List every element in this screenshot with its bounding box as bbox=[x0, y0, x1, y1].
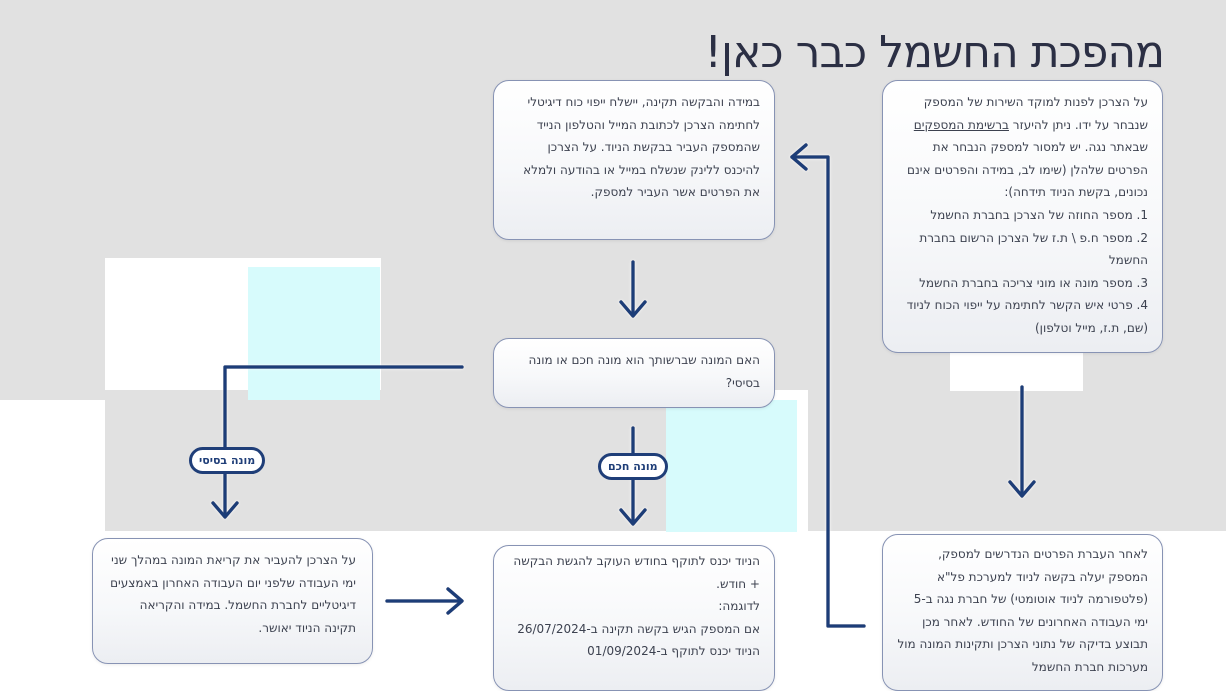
step-meter-question-card: האם המונה שברשותך הוא מונה חכם או מונה ב… bbox=[493, 338, 775, 408]
arrow-box2-to-box3 bbox=[619, 260, 647, 318]
arrow-box3-to-box6 bbox=[211, 365, 464, 519]
box2-text: במידה והבקשה תקינה, יישלח ייפוי כוח דיגי… bbox=[523, 95, 760, 200]
box4-text: לאחר העברת הפרטים הנדרשים למספק, המספק י… bbox=[897, 547, 1148, 674]
smart-meter-label: מונה חכם bbox=[598, 453, 668, 480]
arrow-box1-to-box4 bbox=[1008, 385, 1036, 498]
list-item: 1. מספר החוזה של הצרכן בחברת החשמל bbox=[930, 207, 1148, 222]
list-item: 4. פרטי איש הקשר לחתימה על ייפוי הכוח לנ… bbox=[906, 298, 1148, 335]
box1-text-post: שבאתר נגה. יש למסור למספק הנבחר את הפרטי… bbox=[907, 140, 1148, 200]
step-supplier-request-card: לאחר העברת הפרטים הנדרשים למספק, המספק י… bbox=[882, 534, 1163, 691]
page-title: מהפכת החשמל כבר כאן! bbox=[704, 27, 1165, 79]
list-item: 3. מספר מונה או מוני צריכה בחברת החשמל bbox=[919, 275, 1148, 290]
step-provide-details-card: על הצרכן לפנות למוקד השירות של המספק שנב… bbox=[882, 80, 1163, 353]
step-smart-meter-card: הניוד יכנס לתוקף בחודש העוקב להגשת הבקשה… bbox=[493, 545, 775, 691]
step-power-of-attorney-card: במידה והבקשה תקינה, יישלח ייפוי כוח דיגי… bbox=[493, 80, 775, 240]
box5-line: הניוד יכנס לתוקף בחודש העוקב להגשת הבקשה… bbox=[513, 554, 760, 591]
box5-line: אם המספק הגיש בקשה תקינה ב-26/07/2024 הנ… bbox=[517, 621, 760, 659]
list-item: 2. מספר ח.פ \ ת.ז של הצרכן הרשום בחברת ה… bbox=[919, 230, 1148, 268]
box6-text: על הצרכן להעביר את קריאת המונה במהלך שני… bbox=[110, 553, 356, 635]
step-basic-meter-card: על הצרכן להעביר את קריאת המונה במהלך שני… bbox=[92, 538, 373, 664]
cyan-panel-left bbox=[248, 267, 380, 400]
arrow-box4-to-box2 bbox=[790, 143, 866, 628]
box5-line: לדוגמה: bbox=[718, 599, 760, 614]
box1-text-pre: על הצרכן לפנות למוקד השירות של המספק שנב… bbox=[923, 95, 1148, 132]
suppliers-list-link[interactable]: ברשימת המספקים bbox=[913, 117, 1009, 132]
required-details-list: 1. מספר החוזה של הצרכן בחברת החשמל 2. מס… bbox=[897, 204, 1148, 340]
basic-meter-label: מונה בסיסי bbox=[189, 447, 266, 474]
arrow-box6-to-box5 bbox=[385, 587, 464, 615]
box3-text: האם המונה שברשותך הוא מונה חכם או מונה ב… bbox=[528, 353, 760, 390]
cyan-panel-center bbox=[666, 400, 797, 532]
